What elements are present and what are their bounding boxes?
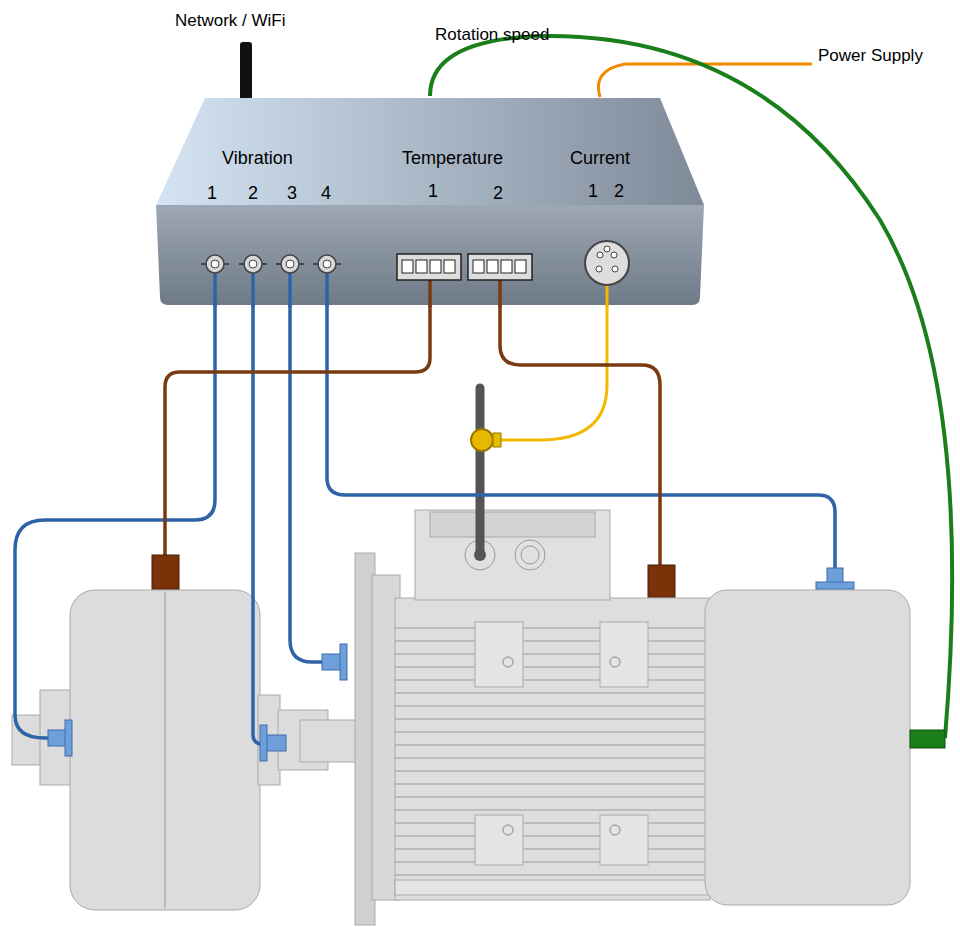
motor <box>355 510 910 925</box>
port-number: 1 <box>207 184 217 204</box>
temperature-sensor <box>648 565 675 597</box>
port-number: 4 <box>321 184 331 204</box>
speed-sensor <box>910 730 945 748</box>
port-number: 2 <box>614 182 624 202</box>
box-shape <box>155 97 705 307</box>
port-group-label: Current <box>570 149 630 169</box>
signal-label: Power Supply <box>818 47 923 66</box>
port-number: 2 <box>248 184 258 204</box>
port-number: 3 <box>287 184 297 204</box>
power-line <box>476 388 485 555</box>
gateway-box: Vibration1234Temperature12Current12 <box>155 97 705 307</box>
pump <box>12 590 365 910</box>
vibration-cables <box>15 300 835 745</box>
port-group-label: Vibration <box>222 149 293 169</box>
temperature-cables <box>165 300 660 565</box>
temperature-sensor <box>152 555 179 589</box>
port-number: 1 <box>588 182 598 202</box>
power-cable <box>598 64 812 97</box>
port-number: 2 <box>493 184 503 204</box>
signal-label: Rotation speed <box>435 26 549 45</box>
current-clamp <box>471 429 493 451</box>
vibration-sensors <box>48 568 854 761</box>
port-group-label: Temperature <box>402 149 503 169</box>
antenna <box>240 42 252 100</box>
port-number: 1 <box>428 182 438 202</box>
signal-label: Network / WiFi <box>175 12 286 31</box>
